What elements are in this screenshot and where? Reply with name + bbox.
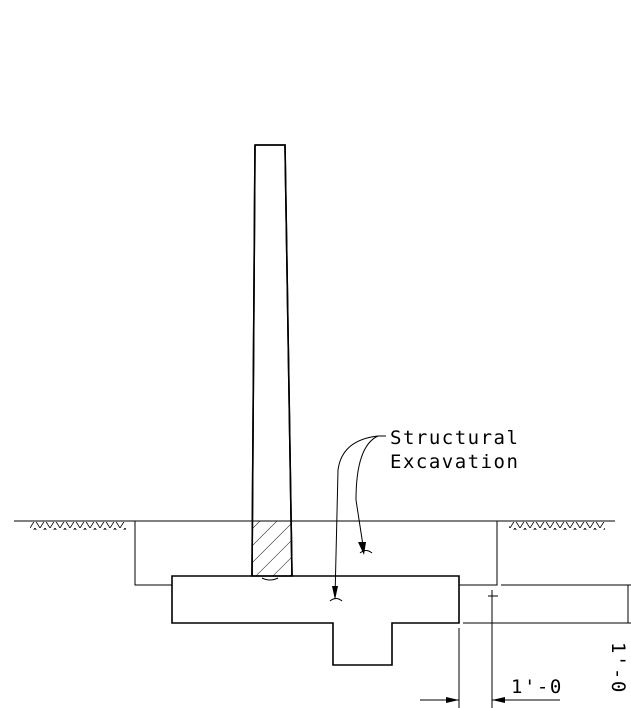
footing [171, 575, 460, 666]
callout-label-line2: Excavation [390, 451, 519, 473]
wall-stem [251, 144, 293, 581]
callout-leader [329, 435, 386, 602]
earth-symbol-right [509, 522, 605, 530]
callout-label-line1: Structural [390, 427, 519, 449]
dimension-horizontal-label: 1'-0 [511, 676, 563, 698]
extension-lines [458, 584, 631, 708]
earth-symbol-left [30, 522, 126, 530]
dimension-vertical-label: 1'-0 [607, 642, 629, 694]
dimension-horizontal [420, 697, 560, 703]
